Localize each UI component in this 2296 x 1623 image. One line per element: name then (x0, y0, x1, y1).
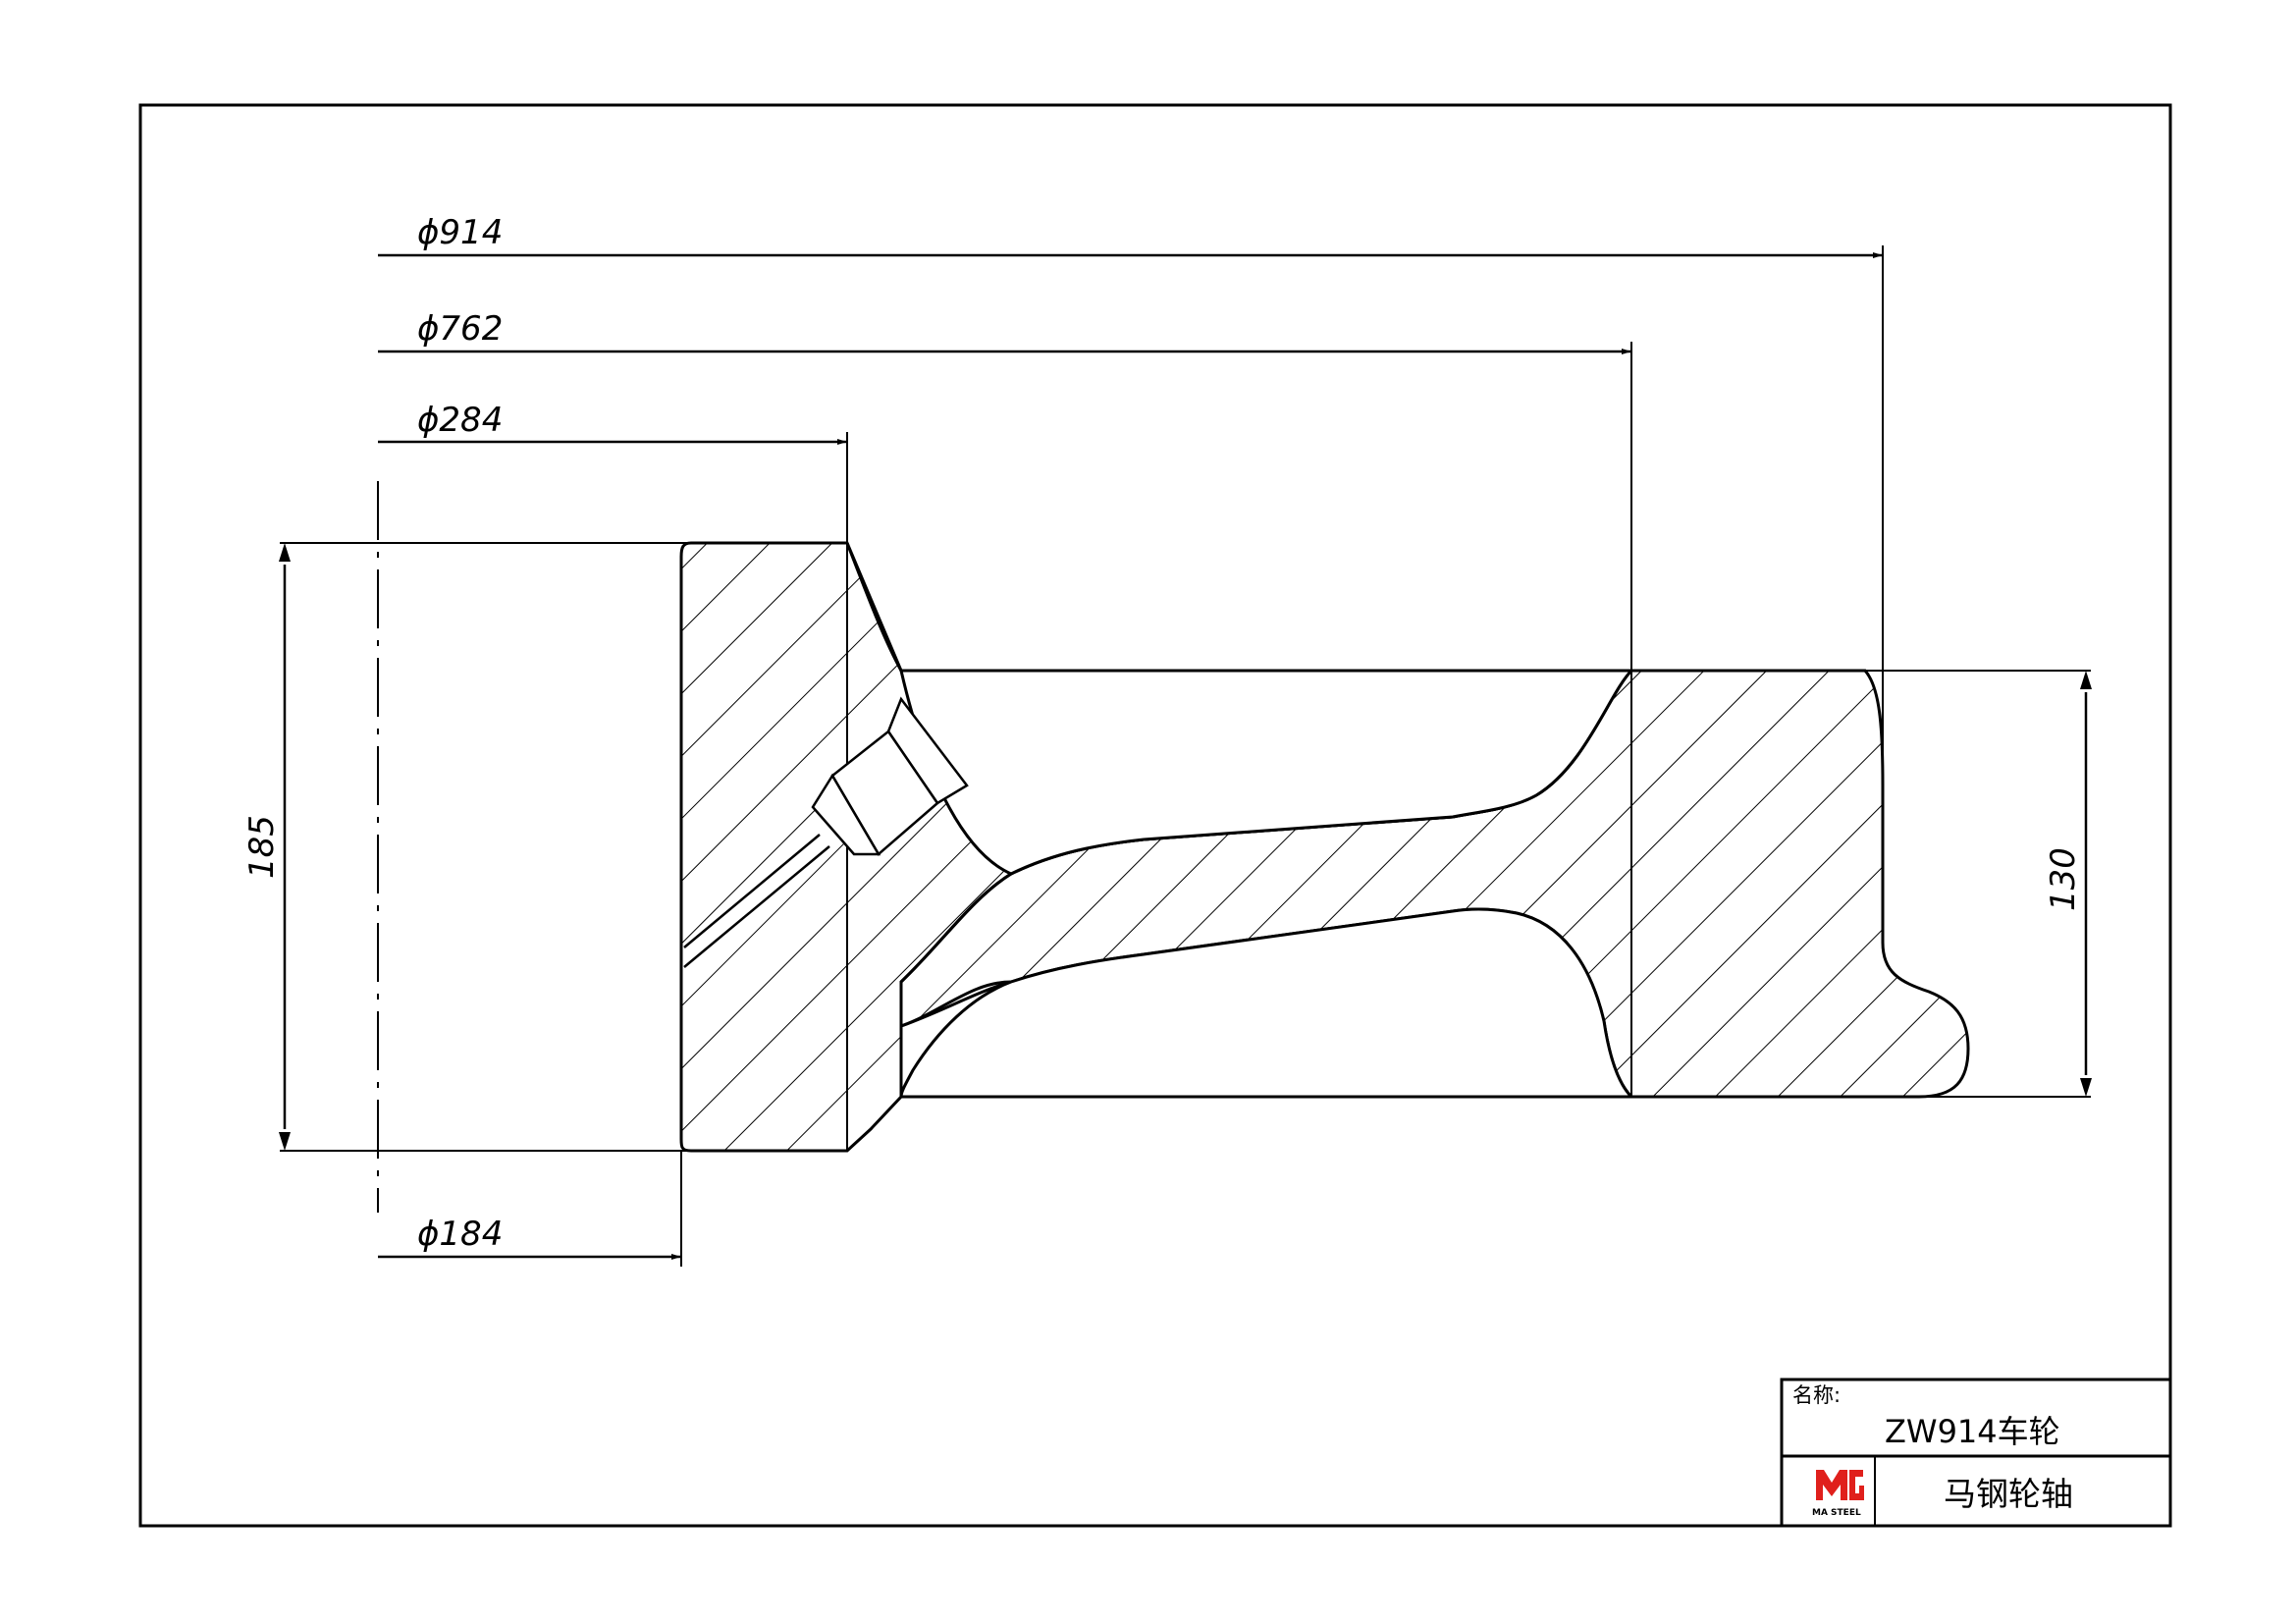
cavity-top (899, 669, 1635, 876)
ma-steel-logo: MA STEEL (1812, 1470, 1864, 1518)
logo-text: MA STEEL (1812, 1508, 1861, 1518)
dimension-130: 130 (2044, 671, 2092, 1097)
wheel-section (679, 541, 1970, 1153)
title-block: 名称: ZW914车轮 MA STEEL 马钢轮轴 (1780, 1378, 2172, 1528)
dim-label-184: ϕ184 (417, 1215, 503, 1254)
dim-label-284: ϕ284 (417, 401, 503, 440)
dim-label-185: 185 (242, 815, 282, 879)
drawing-frame (138, 103, 2172, 1528)
dim-label-762: ϕ762 (417, 309, 503, 349)
dimension-284: ϕ284 (378, 401, 848, 543)
dim-label-130: 130 (2044, 847, 2083, 911)
dimension-184: ϕ184 (378, 1151, 682, 1267)
dim-label-914: ϕ914 (417, 213, 503, 252)
name-label: 名称: (1792, 1383, 1841, 1407)
oil-hole (683, 696, 969, 968)
dimension-185: 185 (242, 543, 291, 1151)
web-face-lower (900, 980, 1012, 1028)
dimension-914: ϕ914 (378, 213, 1884, 943)
cavity-bottom (899, 907, 1635, 1099)
company-name: 马钢轮轴 (1944, 1475, 2073, 1513)
part-name: ZW914车轮 (1885, 1413, 2060, 1450)
dimension-762: ϕ762 (378, 309, 1632, 671)
